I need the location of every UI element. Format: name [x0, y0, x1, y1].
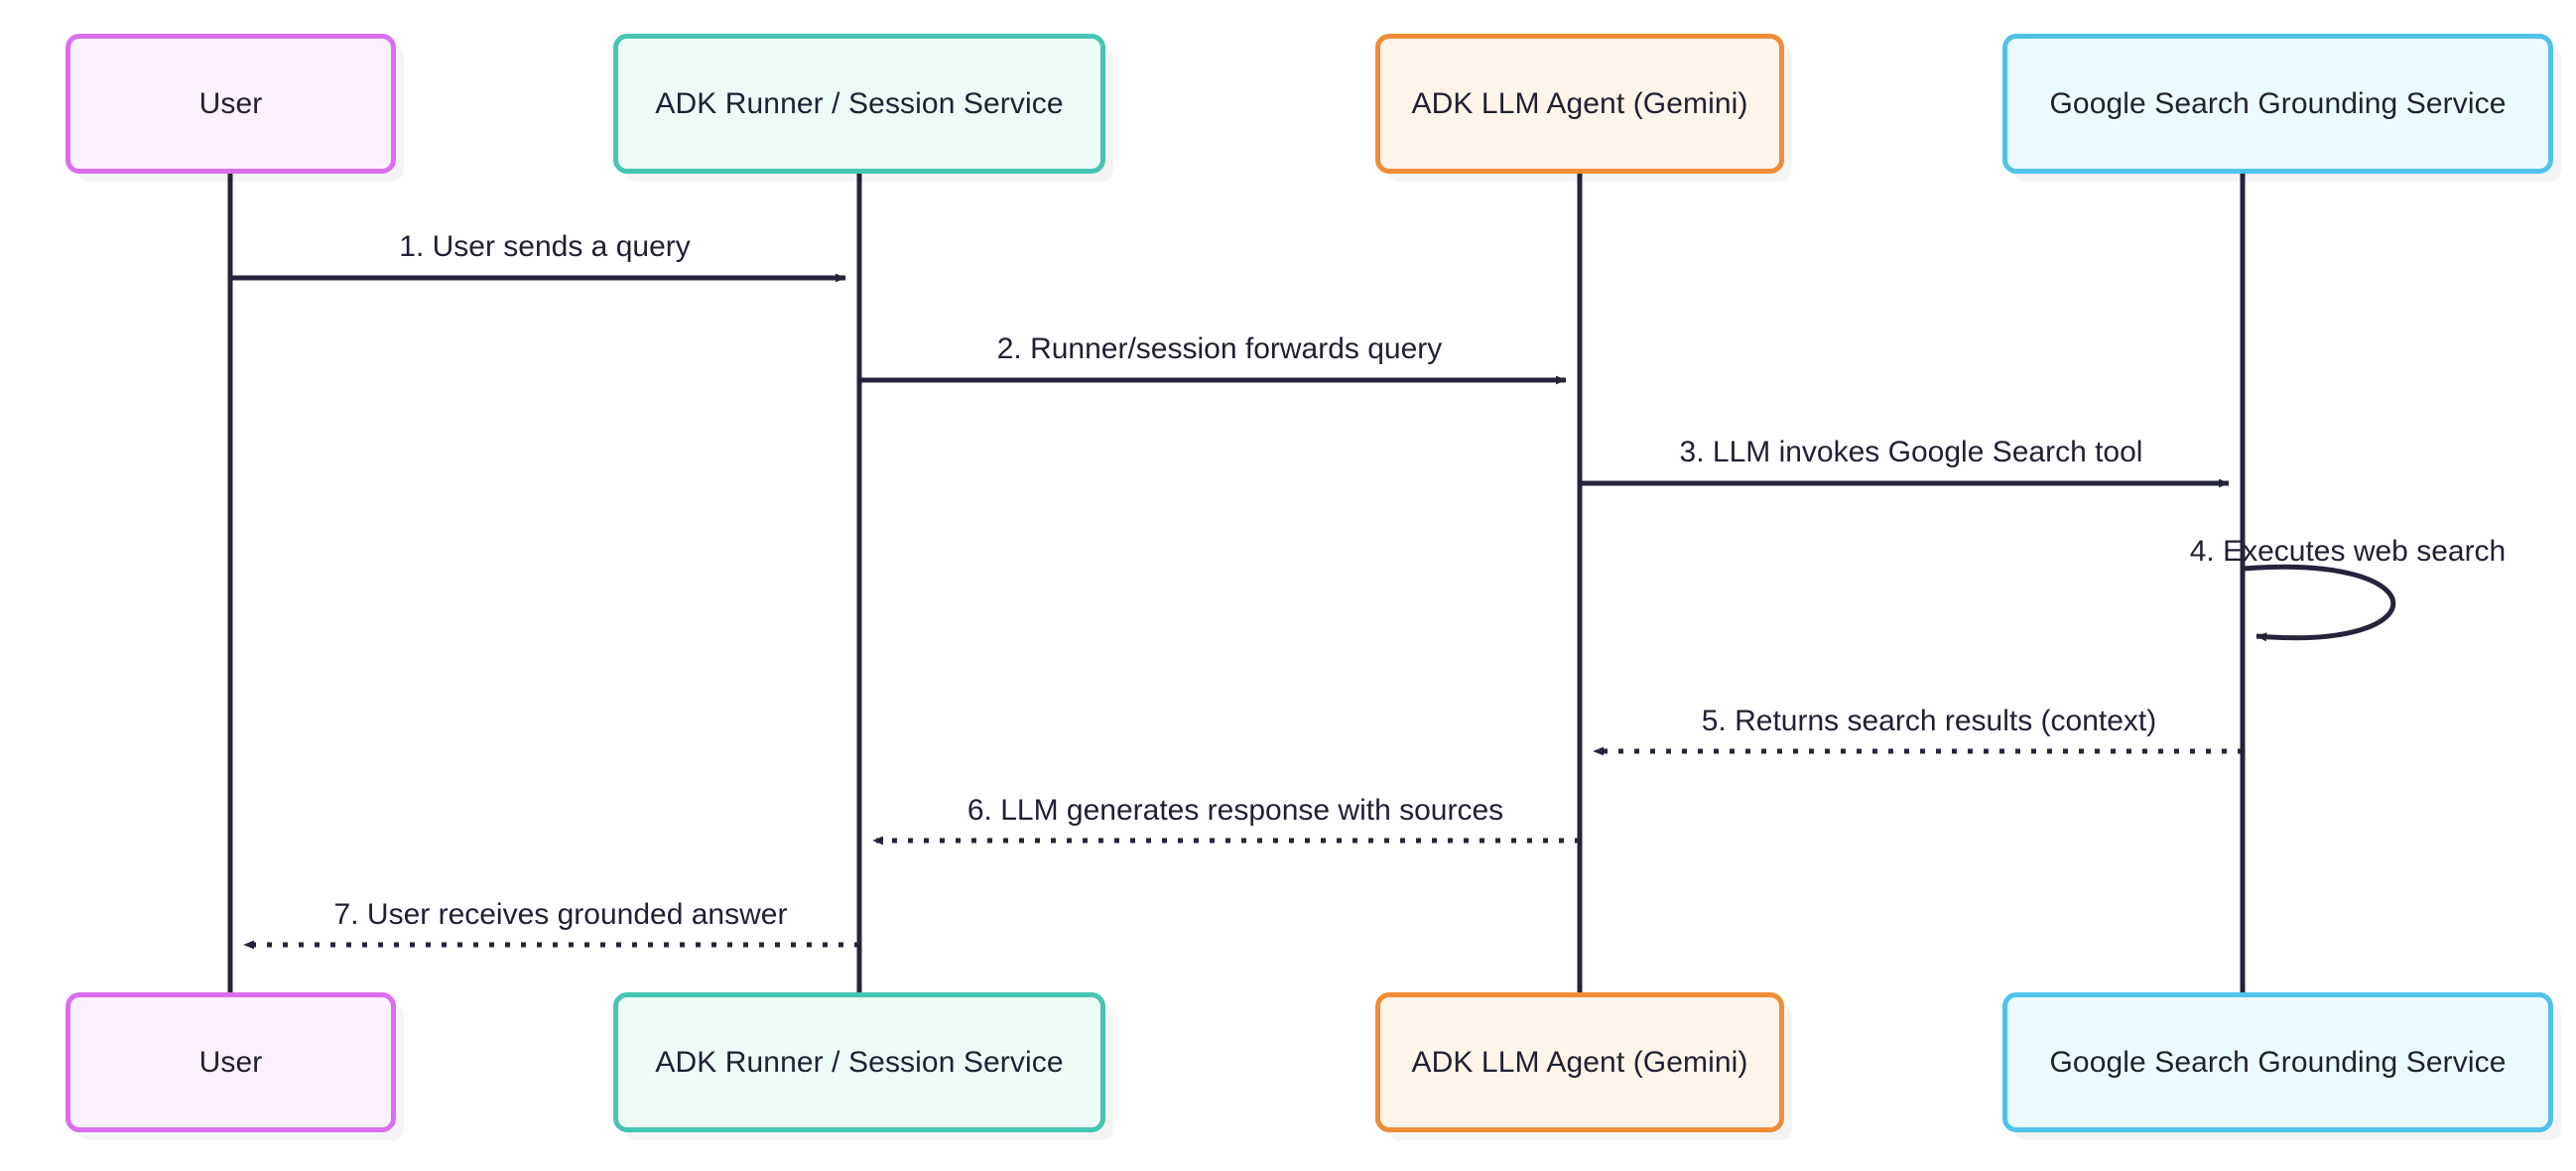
participant-label-runner: ADK Runner / Session Service: [655, 1045, 1064, 1079]
participant-box-runner-top[interactable]: ADK Runner / Session Service: [613, 34, 1105, 174]
participant-label-user: User: [198, 1045, 263, 1079]
participant-label-user: User: [198, 86, 263, 120]
participant-label-agent: ADK LLM Agent (Gemini): [1411, 1045, 1748, 1079]
participant-box-agent-top[interactable]: ADK LLM Agent (Gemini): [1375, 34, 1784, 174]
participant-label-search: Google Search Grounding Service: [2049, 1045, 2507, 1079]
participant-box-search-top[interactable]: Google Search Grounding Service: [2002, 34, 2553, 174]
participant-box-runner-bottom[interactable]: ADK Runner / Session Service: [613, 992, 1105, 1132]
lifelines-group: [227, 174, 2246, 992]
message-label-6: 6. LLM generates response with sources: [966, 794, 1504, 827]
message-label-3: 3. LLM invokes Google Search tool: [1679, 436, 2143, 468]
message-label-4: 4. Executes web search: [2189, 535, 2507, 568]
message-label-2: 2. Runner/session forwards query: [996, 332, 1443, 365]
participant-box-search-bottom[interactable]: Google Search Grounding Service: [2002, 992, 2553, 1132]
participant-label-runner: ADK Runner / Session Service: [655, 86, 1064, 120]
participant-label-search: Google Search Grounding Service: [2049, 86, 2507, 120]
message-label-1: 1. User sends a query: [399, 230, 691, 263]
participant-box-agent-bottom[interactable]: ADK LLM Agent (Gemini): [1375, 992, 1784, 1132]
message-arrow-4-self-loop: [2242, 564, 2396, 642]
message-arrows-group: [230, 273, 2396, 950]
participant-box-user-top[interactable]: User: [65, 34, 396, 174]
participant-box-user-bottom[interactable]: User: [65, 992, 396, 1132]
message-label-7: 7. User receives grounded answer: [333, 898, 788, 931]
message-label-5: 5. Returns search results (context): [1701, 705, 2157, 737]
participant-label-agent: ADK LLM Agent (Gemini): [1411, 86, 1748, 120]
